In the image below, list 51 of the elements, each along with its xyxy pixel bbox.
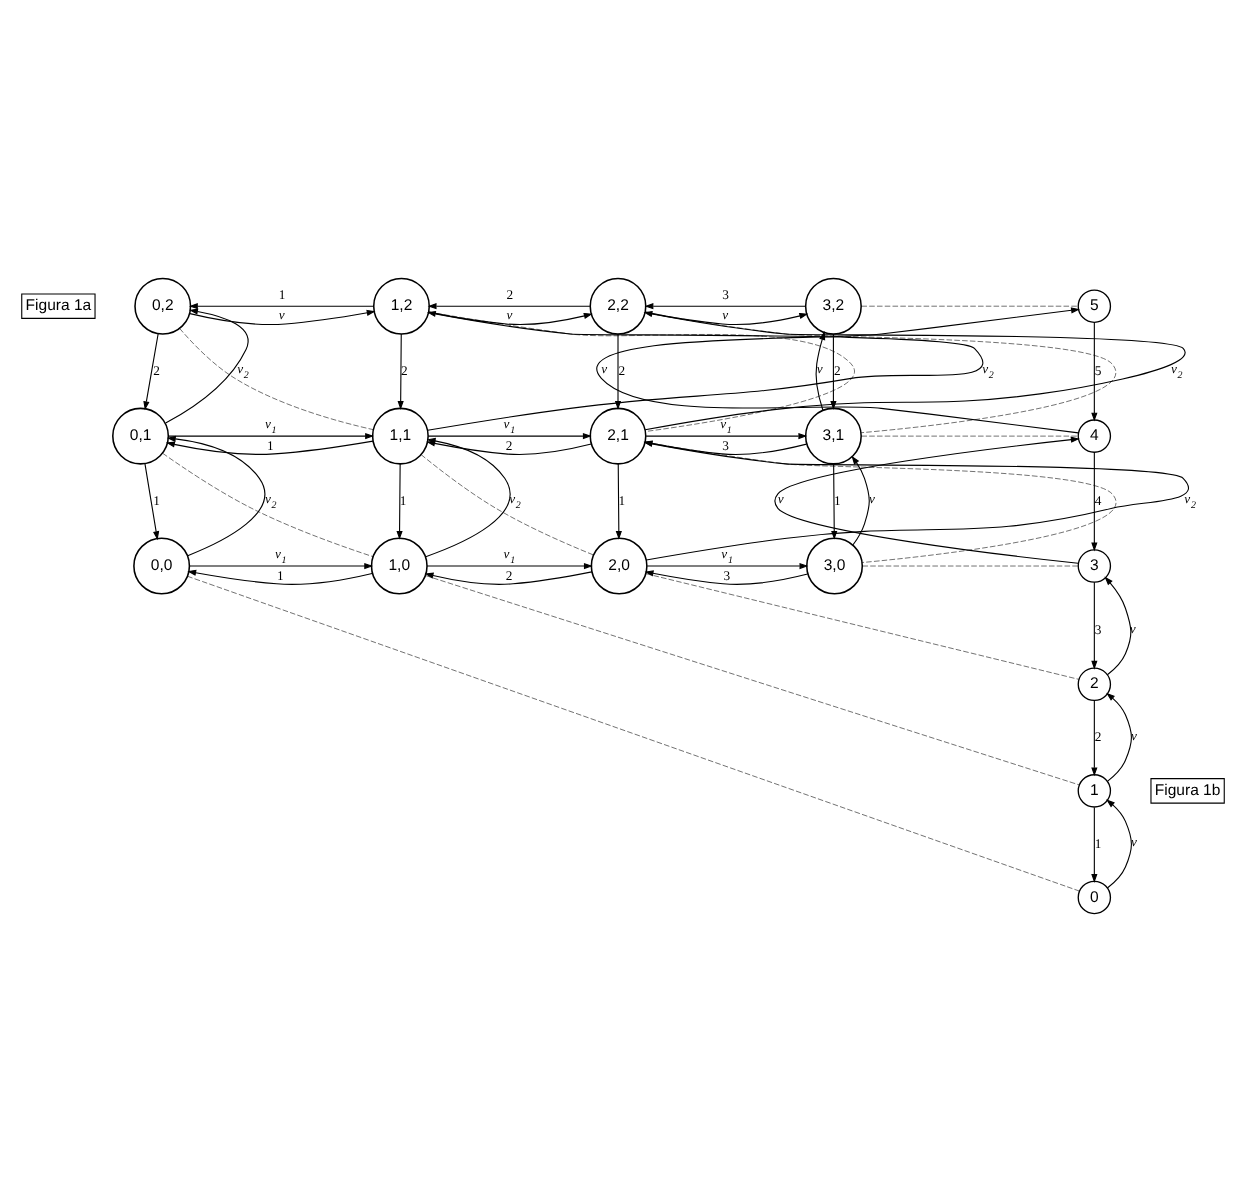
arrow (165, 307, 249, 423)
arrow (166, 434, 266, 556)
arrow (426, 309, 984, 430)
arrow (165, 439, 374, 454)
connector (862, 564, 1079, 566)
arrow (426, 561, 593, 569)
arrow (643, 309, 1186, 430)
arrow (189, 308, 376, 325)
arrow (615, 462, 622, 539)
arrow (831, 462, 838, 539)
arrow (1091, 699, 1098, 776)
arrow (645, 432, 808, 439)
arrow (167, 432, 375, 439)
arrow (774, 435, 1080, 563)
arrow (1091, 320, 1098, 421)
connector (179, 327, 374, 429)
arrow (1106, 798, 1132, 888)
arrow (1091, 580, 1098, 669)
arrow (189, 561, 374, 569)
connector (645, 572, 1079, 679)
connector (162, 452, 374, 556)
connector (420, 453, 594, 555)
arrow (1091, 450, 1098, 551)
arrow (187, 568, 373, 584)
connector (861, 304, 1079, 306)
arrow (144, 462, 160, 540)
arrow (143, 332, 159, 410)
arrow (643, 439, 808, 454)
connector (644, 440, 1117, 562)
connector (425, 574, 1080, 785)
arrow (596, 306, 1080, 433)
arrow (397, 332, 404, 409)
arrow (644, 310, 809, 325)
arrow (644, 569, 809, 584)
arrow (427, 432, 592, 439)
arrow (188, 302, 374, 309)
arrow (396, 462, 403, 539)
arrow (646, 561, 809, 569)
arrow (851, 454, 870, 545)
arrow (428, 310, 593, 325)
connector (644, 311, 1117, 432)
connector (428, 310, 855, 431)
arrow (1106, 691, 1132, 781)
arrow (643, 439, 1190, 560)
connector (861, 434, 1079, 436)
arrow (427, 302, 591, 309)
arrow (1104, 575, 1132, 675)
arrow (644, 302, 807, 309)
arrow (424, 570, 593, 584)
arrow (1091, 805, 1098, 882)
connector (187, 575, 1080, 891)
